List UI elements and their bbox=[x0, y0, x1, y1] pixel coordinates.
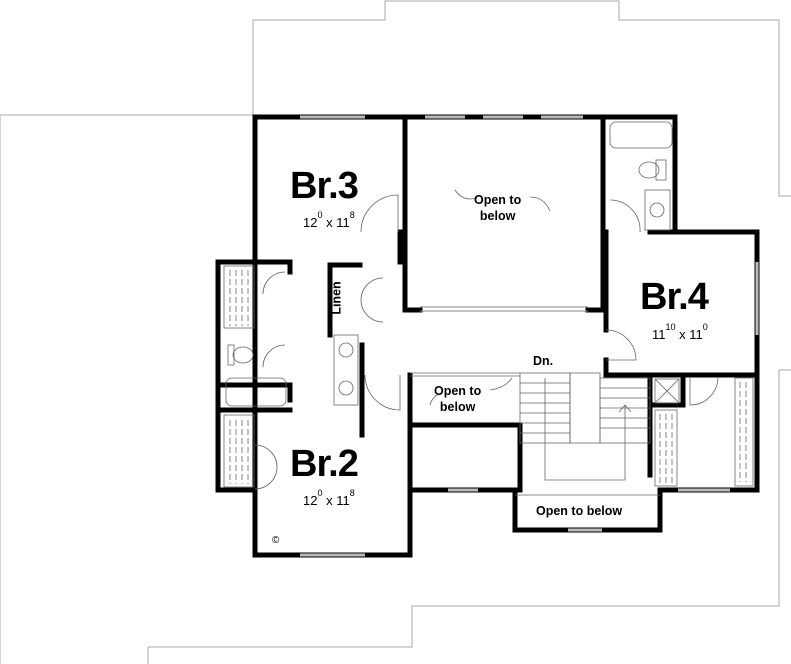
open-to-below-label-bottom: Open to below bbox=[536, 504, 623, 518]
room-dimensions-br3: 120 x 118 bbox=[303, 210, 355, 230]
room-name-br2: Br.2 bbox=[290, 443, 359, 485]
room-name-br3: Br.3 bbox=[290, 165, 359, 207]
windows bbox=[300, 115, 759, 557]
linen-label: Linen bbox=[329, 281, 344, 315]
room-dimensions-br4: 1110 x 110 bbox=[652, 322, 708, 342]
stairs bbox=[410, 372, 660, 496]
roof-outline-bottom bbox=[147, 369, 791, 664]
doors bbox=[254, 194, 719, 490]
copyright-mark: © bbox=[272, 535, 280, 546]
closet-rods bbox=[223, 265, 754, 488]
open-to-below-arrows bbox=[429, 189, 551, 406]
room-dimensions-br2: 120 x 118 bbox=[303, 488, 355, 508]
interior-walls bbox=[215, 114, 760, 493]
stairs-down-label: Dn. bbox=[533, 354, 554, 368]
fixtures bbox=[225, 121, 673, 407]
room-name-br4: Br.4 bbox=[640, 276, 709, 318]
